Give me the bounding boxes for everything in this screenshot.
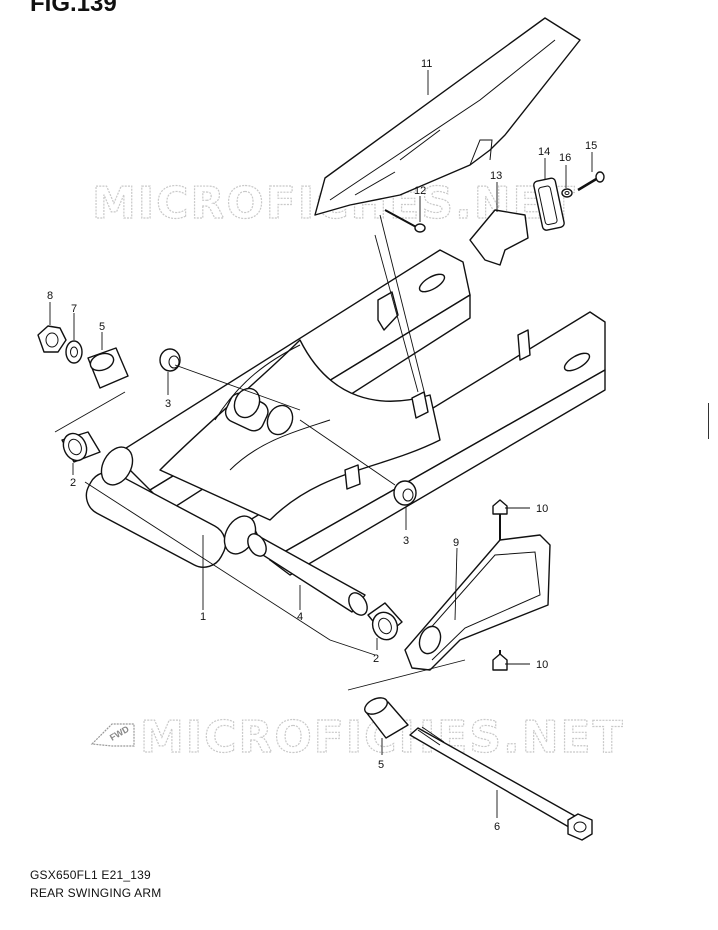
spacer-4: [247, 533, 368, 616]
margin-tick: [708, 403, 718, 439]
swinging-arm: [85, 249, 606, 576]
callouts: 1 2 2 3 3 4 5 5 6 7 8 9 10 10 11 12 13 1…: [47, 58, 597, 833]
callout-5-upper: 5: [99, 321, 105, 333]
callout-7: 7: [71, 303, 77, 315]
callout-13: 13: [490, 170, 502, 182]
callout-9: 9: [453, 537, 459, 549]
nut-8: [37, 325, 67, 353]
bearing-3-lower: [393, 480, 417, 506]
callout-5-lower: 5: [378, 759, 384, 771]
callout-6: 6: [494, 821, 500, 833]
chain-case-9: [404, 534, 551, 671]
bolt-10-upper: [492, 499, 508, 540]
pivot-shaft-6: [409, 726, 593, 841]
figure-name: REAR SWINGING ARM: [30, 886, 162, 900]
fwd-arrow-icon: FWD: [90, 723, 135, 747]
callout-15: 15: [585, 140, 597, 152]
callout-10-upper: 10: [536, 503, 548, 515]
callout-3-lower: 3: [403, 535, 409, 547]
callout-10-lower: 10: [536, 659, 548, 671]
callout-4: 4: [297, 611, 303, 623]
spacer-5-right: [364, 697, 409, 739]
chain-cover: [314, 17, 581, 216]
figure-code: GSX650FL1 E21_139: [30, 868, 151, 882]
washer-16: [561, 188, 573, 198]
spacer-5-left: [87, 347, 129, 389]
bolt-10-lower: [492, 650, 508, 671]
bearing-2-left: [61, 431, 101, 463]
callout-16: 16: [559, 152, 571, 164]
callout-11: 11: [421, 58, 432, 70]
callout-14: 14: [538, 146, 550, 158]
bearing-2-right: [367, 602, 403, 641]
bearing-3-upper: [159, 348, 181, 372]
leader-lines: [49, 70, 593, 818]
callout-12: 12: [414, 185, 426, 197]
callout-2-left: 2: [70, 477, 76, 489]
bolt-12: [384, 209, 426, 233]
chain-buffer: [469, 177, 565, 266]
callout-1: 1: [200, 611, 206, 623]
callout-3-upper: 3: [165, 398, 171, 410]
bolt-15: [577, 171, 605, 192]
callout-8: 8: [47, 290, 53, 302]
figure-title: FIG.139: [30, 0, 117, 17]
callout-2-right: 2: [373, 653, 379, 665]
washer-7: [65, 340, 83, 364]
